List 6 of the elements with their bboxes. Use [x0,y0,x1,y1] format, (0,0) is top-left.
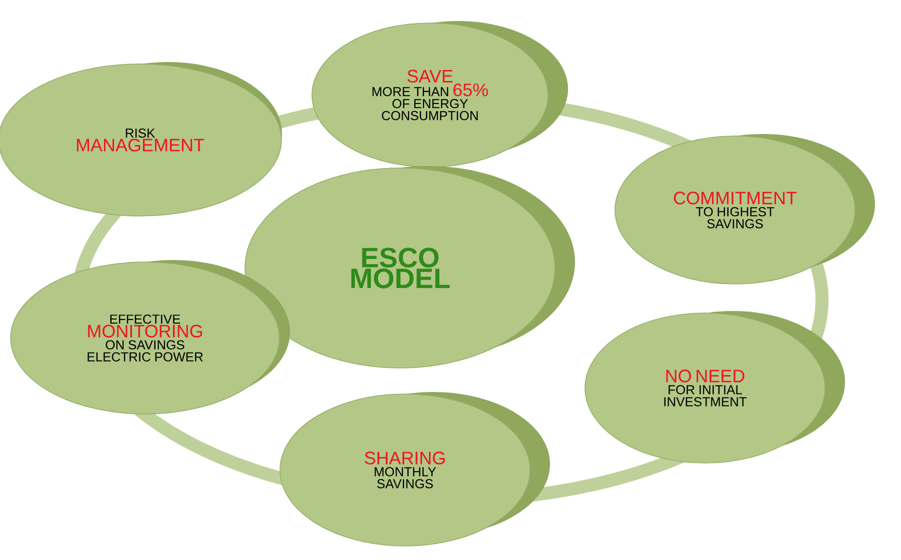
ellipse-node: NO NEED FOR INITIAL INVESTMENT [584,312,826,464]
ellipse-node: SHARING MONTHLY SAVINGS [280,394,530,546]
ellipse-node: SAVE MORE THAN 65% OF ENERGY CONSUMPTION [312,22,548,168]
ellipse-node: COMMITMENT TO HIGHEST SAVINGS [614,136,856,284]
ellipse-node: EFFECTIVE MONITORING ON SAVINGS ELECTRIC POWER [10,262,280,414]
ellipse-node: ESCO MODEL [244,168,556,368]
